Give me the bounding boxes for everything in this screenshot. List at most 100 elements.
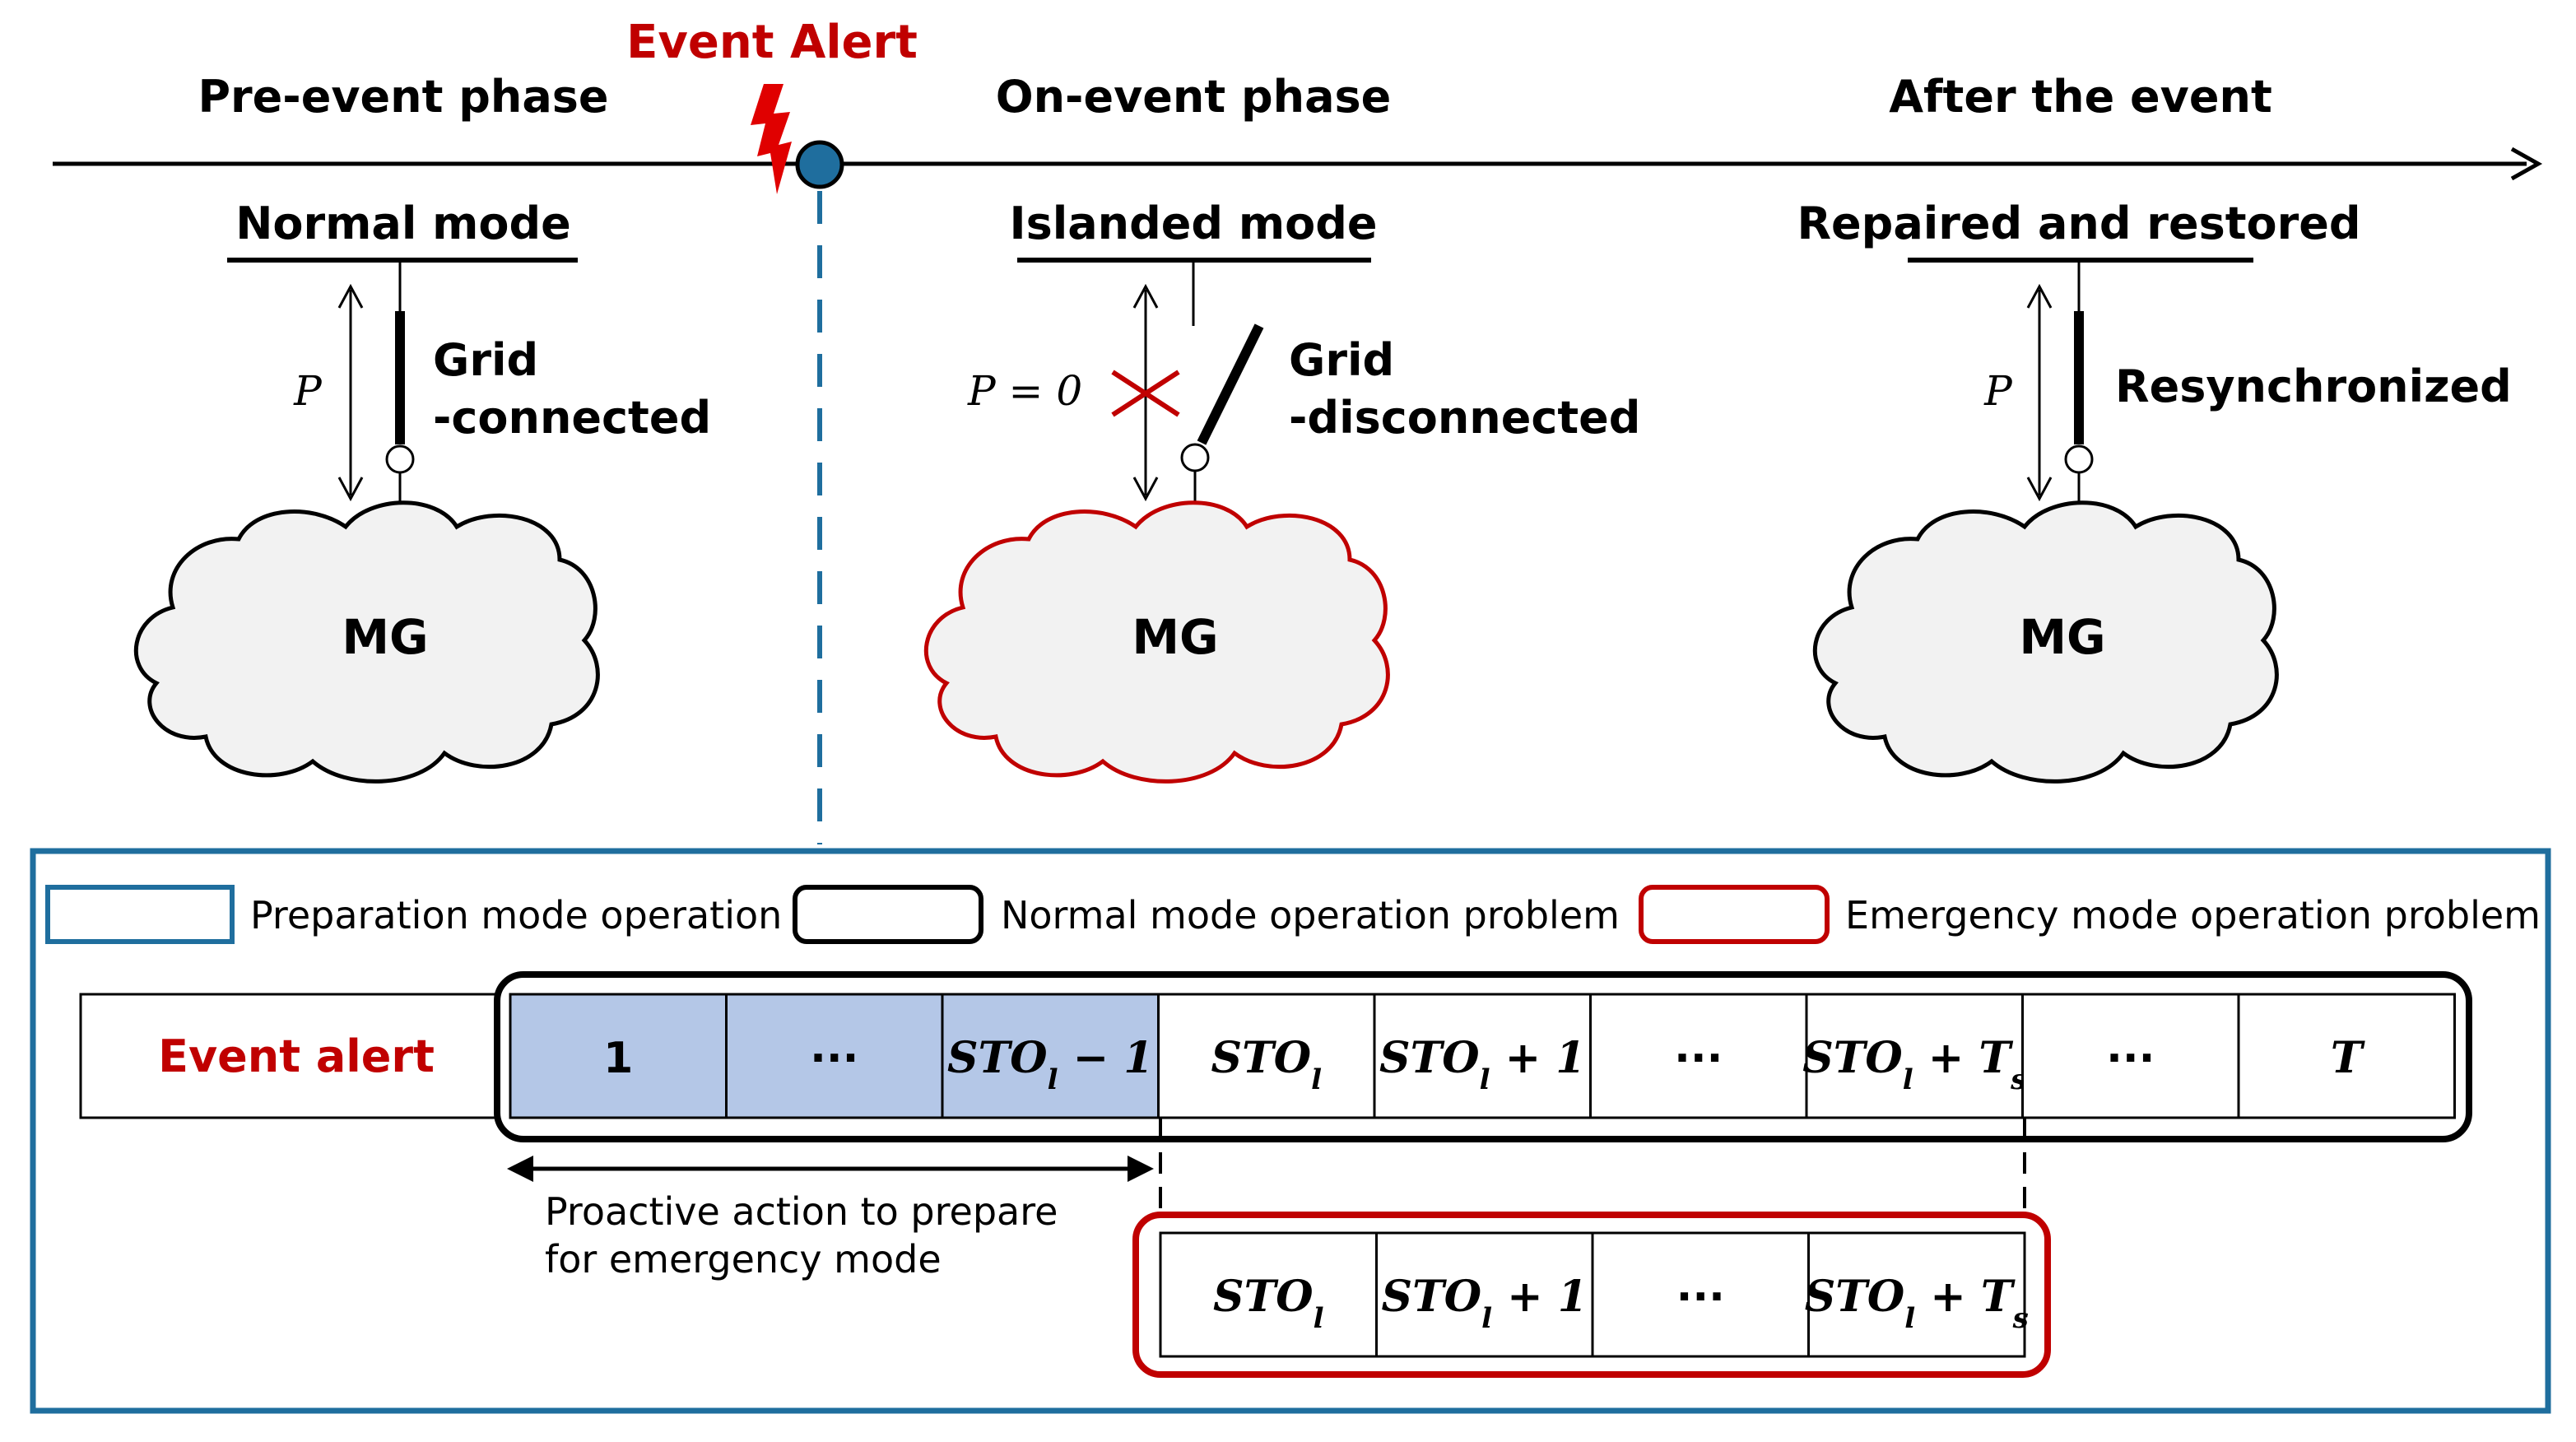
slot-label: ··· (1676, 1272, 1725, 1322)
blocked-flow-x-icon (1111, 370, 1180, 417)
event-alert-dot (795, 140, 844, 189)
power-label: P (293, 367, 323, 415)
slot-label: STOl + 1 (1379, 1033, 1585, 1096)
slot-base: 1 (603, 1034, 633, 1083)
slot-label: T (2331, 1033, 2365, 1083)
slot-base: STO (1211, 1033, 1312, 1083)
schedule-frame (30, 848, 2551, 1414)
slot-base: STO (1802, 1033, 1903, 1083)
microgrid-cloud-islanded (923, 500, 1390, 784)
after-event-panel: Repaired and restored P Resynchronized M… (1797, 198, 2512, 784)
power-arrow-down-head (2026, 477, 2053, 502)
microgrid-cloud (1812, 500, 2279, 784)
phase-pre-label: Pre-event phase (198, 71, 608, 123)
time-slot-cell (509, 993, 728, 1119)
islanded-mode-title: Islanded mode (1009, 198, 1377, 249)
open-switch (1197, 323, 1264, 445)
slot-label: ··· (810, 1034, 858, 1083)
power-arrow-down-head (337, 477, 364, 502)
slot-subscript: l (1904, 1302, 1915, 1335)
emergency-mode-problem-frame (1132, 1212, 2051, 1378)
slot-label: STOl + Ts (1805, 1272, 2029, 1335)
timeline-arrowhead (2510, 147, 2543, 181)
proactive-action-line2: for emergency mode (545, 1237, 942, 1282)
slot-suffix: + T (1913, 1033, 2014, 1083)
slot-base: ··· (1674, 1034, 1723, 1083)
slot-subscript: l (1311, 1063, 1322, 1096)
lightning-icon (751, 84, 792, 194)
emergency-slot-cell (1591, 1231, 1810, 1358)
event-alert-cell-label: Event alert (158, 1030, 435, 1082)
legend-swatch-emergency (1639, 885, 1830, 944)
power-arrow-up-head (1132, 283, 1159, 309)
time-slot-cell (725, 993, 944, 1119)
slot-subscript: l (1481, 1302, 1492, 1335)
normal-mode-problem-frame (494, 971, 2472, 1142)
event-alert-label: Event Alert (626, 16, 918, 69)
slot-label: STOl + Ts (1802, 1033, 2026, 1096)
time-slot-cell (1373, 993, 1592, 1119)
legend: Preparation mode operation Normal mode o… (45, 885, 2541, 944)
pre-event-panel: Normal mode P Grid -connected MG (133, 198, 711, 784)
slot-label: STOl − 1 (947, 1033, 1153, 1096)
grid-disconnected-line1: Grid (1289, 334, 1394, 386)
slot-base: ··· (2106, 1034, 2155, 1083)
slot-label: 1 (603, 1034, 633, 1083)
power-label: P (1983, 367, 2013, 415)
slot-base: STO (1805, 1272, 1905, 1322)
microgrid-label: MG (1132, 609, 1218, 665)
time-slot-cell (1589, 993, 1808, 1119)
grid-connected-line1: Grid (433, 334, 538, 386)
slot-label: STOl (1213, 1272, 1324, 1335)
power-arrow-up-head (2026, 283, 2053, 309)
phase-on-label: On-event phase (996, 71, 1392, 123)
microgrid-label: MG (342, 609, 428, 665)
power-arrow-up-head (337, 283, 364, 309)
grid-disconnected-line2: -disconnected (1289, 392, 1640, 444)
slot-base: STO (1213, 1272, 1314, 1322)
legend-label-normal: Normal mode operation problem (1001, 893, 1620, 937)
legend-swatch-normal (793, 885, 983, 944)
microgrid-cloud (133, 500, 600, 784)
power-zero-label: P = 0 (967, 367, 1082, 415)
slot-subscript: l (1314, 1302, 1324, 1335)
slot-suffix: + 1 (1492, 1272, 1588, 1322)
slot-suffix: + 1 (1490, 1033, 1586, 1083)
power-arrow-down-head (1132, 477, 1159, 502)
normal-mode-title: Normal mode (235, 198, 571, 249)
slot-base: T (2331, 1033, 2365, 1083)
emergency-slot-cell (1807, 1231, 2026, 1358)
slot-subscript: l (1903, 1063, 1913, 1096)
slot-base: STO (947, 1033, 1048, 1083)
repaired-title: Repaired and restored (1797, 198, 2360, 249)
resynchronized-label: Resynchronized (2115, 360, 2512, 412)
slot-suffix: + T (1915, 1272, 2016, 1322)
legend-swatch-preparation (45, 885, 235, 944)
proactive-arrow-left-head (507, 1156, 533, 1182)
time-slot-cell (941, 993, 1160, 1119)
slot-subscript: l (1048, 1063, 1058, 1096)
legend-label-emergency: Emergency mode operation problem (1845, 893, 2541, 937)
time-slot-cell (2021, 993, 2240, 1119)
slot-base: ··· (1676, 1272, 1725, 1322)
proactive-arrow-right-head (1128, 1156, 1154, 1182)
time-slot-cell (2237, 993, 2456, 1119)
switch-node (1180, 443, 1210, 472)
slot-base: STO (1379, 1033, 1480, 1083)
slot-label: ··· (2106, 1034, 2155, 1083)
legend-label-preparation: Preparation mode operation (250, 893, 782, 937)
microgrid-label: MG (2019, 609, 2105, 665)
slot-label: STOl + 1 (1382, 1272, 1588, 1335)
phase-after-label: After the event (1889, 71, 2272, 123)
switch-node (2064, 444, 2094, 474)
time-slot-cell (1805, 993, 2024, 1119)
slot-subscript: s (2012, 1302, 2029, 1335)
slot-base: ··· (810, 1034, 858, 1083)
time-slot-cell (1157, 993, 1376, 1119)
emergency-slot-cell (1159, 1231, 1378, 1358)
slot-label: ··· (1674, 1034, 1723, 1083)
emergency-slot-cell (1375, 1231, 1594, 1358)
slot-subscript: l (1480, 1063, 1490, 1096)
